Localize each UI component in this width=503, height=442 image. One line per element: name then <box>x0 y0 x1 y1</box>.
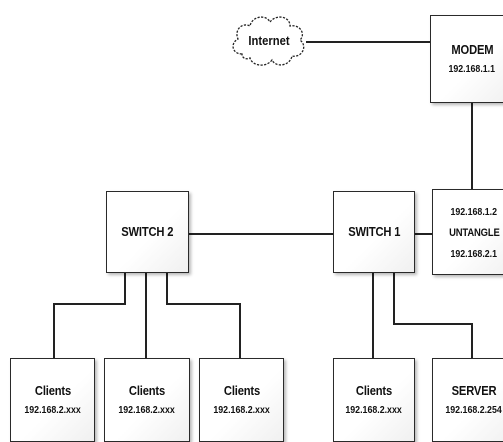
link-switch1-server-drop <box>471 323 473 358</box>
internet-cloud: Internet <box>228 10 310 72</box>
modem-box: MODEM 192.168.1.1 <box>430 15 503 103</box>
server-box: SERVER 192.168.2.254 <box>432 358 503 442</box>
link-switch2-clients-1-drop <box>53 303 55 358</box>
modem-title: MODEM <box>450 41 494 57</box>
clients-box-3: Clients 192.168.2.xxx <box>199 358 284 442</box>
modem-ip: 192.168.1.1 <box>448 63 496 76</box>
link-switch1-server-vertical <box>393 273 395 325</box>
link-switch2-clients-2 <box>145 273 147 358</box>
clients-box-4: Clients 192.168.2.xxx <box>333 358 415 442</box>
internet-label: Internet <box>248 34 290 48</box>
link-switch1-server-horizontal <box>393 323 472 325</box>
switch2-title: SWITCH 2 <box>121 223 174 239</box>
link-switch1-clients-4 <box>372 273 374 358</box>
clients-ip: 192.168.2.xxx <box>213 404 270 417</box>
clients-title: Clients <box>128 382 166 398</box>
switch2-box: SWITCH 2 <box>106 191 189 273</box>
link-switch1-switch2 <box>189 233 333 235</box>
server-title: SERVER <box>451 382 497 398</box>
link-switch2-clients-3-horizontal <box>166 303 241 305</box>
link-modem-untangle <box>471 103 473 189</box>
link-switch2-clients-1-vertical <box>124 273 126 304</box>
link-switch2-clients-1-horizontal <box>53 303 126 305</box>
server-ip: 192.168.2.254 <box>445 404 503 417</box>
untangle-wan-ip: 192.168.1.2 <box>450 206 498 218</box>
switch1-box: SWITCH 1 <box>333 191 415 273</box>
untangle-lan-ip: 192.168.2.1 <box>450 247 498 260</box>
clients-title: Clients <box>355 382 393 398</box>
clients-ip: 192.168.2.xxx <box>345 404 403 417</box>
clients-ip: 192.168.2.xxx <box>118 404 176 417</box>
untangle-title: UNTANGLE <box>448 226 500 239</box>
link-untangle-switch1 <box>414 233 432 235</box>
untangle-box: 192.168.1.2 UNTANGLE 192.168.2.1 <box>432 189 503 275</box>
link-switch2-clients-3-drop <box>239 303 241 358</box>
clients-box-2: Clients 192.168.2.xxx <box>104 358 190 442</box>
switch1-title: SWITCH 1 <box>347 223 401 239</box>
clients-ip: 192.168.2.xxx <box>24 404 81 417</box>
link-switch2-clients-3-vertical <box>166 273 168 304</box>
clients-title: Clients <box>34 382 71 398</box>
clients-title: Clients <box>223 382 260 398</box>
clients-box-1: Clients 192.168.2.xxx <box>10 358 95 442</box>
cloud-icon <box>232 16 305 66</box>
link-internet-modem <box>306 41 430 43</box>
